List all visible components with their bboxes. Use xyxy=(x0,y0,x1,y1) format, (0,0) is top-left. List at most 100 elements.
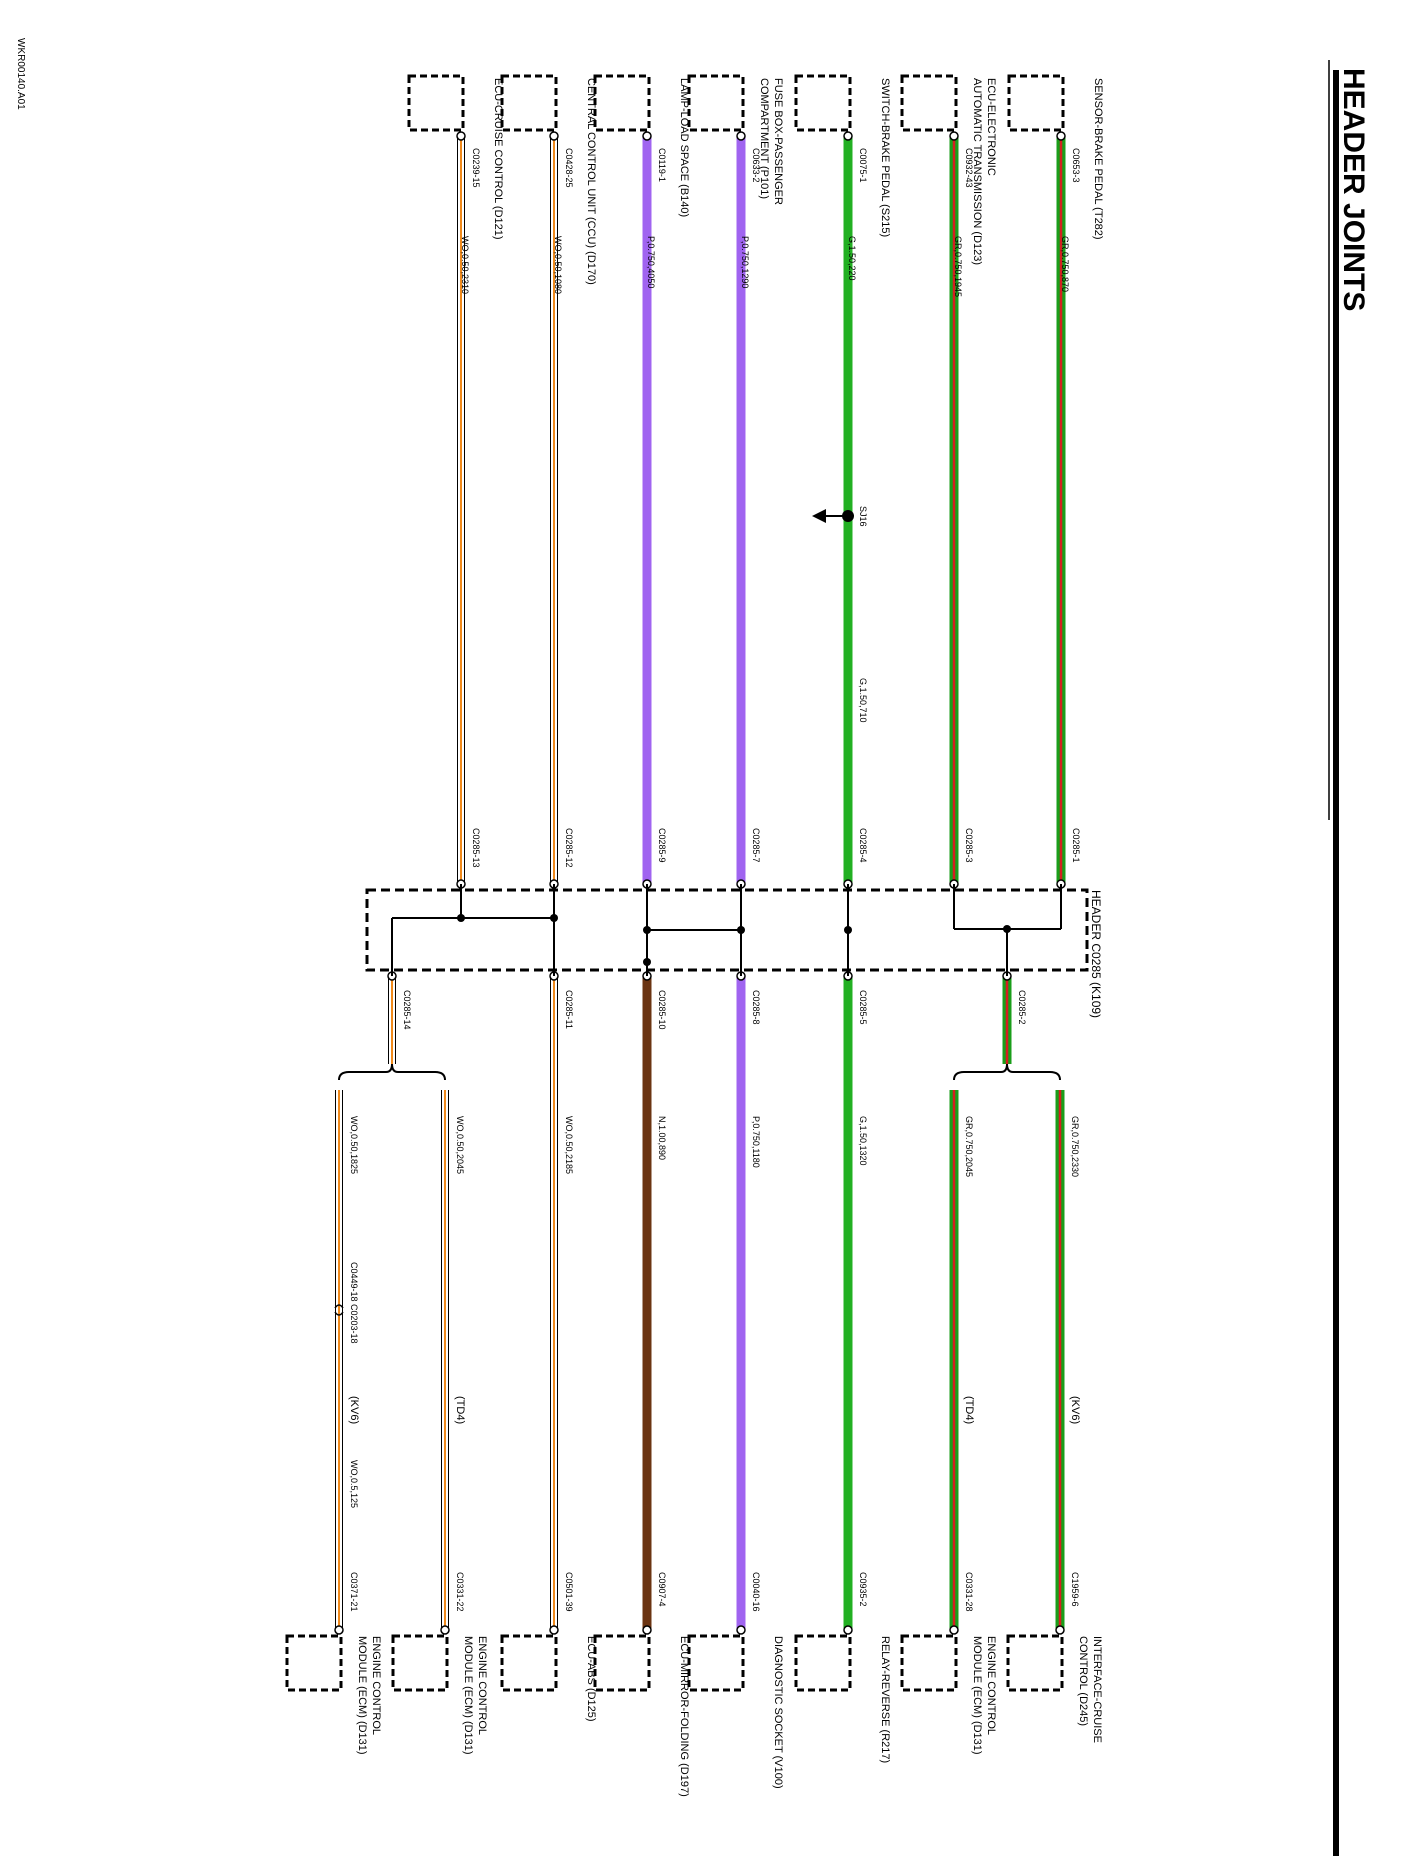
wire-w6-top-connector xyxy=(500,74,558,132)
output-o2-end-conn-label: RELAY-REVERSE (R217) xyxy=(879,1636,891,1763)
wire-w1-top-connector xyxy=(1007,74,1065,132)
wire-w5-top-pin-label-group: C0119-1 xyxy=(657,148,667,182)
splice-label-group: SJ16 xyxy=(858,506,868,527)
bus-b-node xyxy=(844,926,852,934)
wire-w6-top-conn-label-group: CENTRAL CONTROL UNIT (CCU) (D170) xyxy=(585,78,597,285)
wire-w2-top-spec-label: GR,0.750,1945 xyxy=(953,236,963,297)
wire-w3-top-pin-label-group: C0075-1 xyxy=(858,148,868,183)
output-o4-end-connector xyxy=(593,1634,651,1692)
output-o1-branch-0-end-pin-label: C1959-6 xyxy=(1070,1572,1080,1607)
wire-w4-top-conn-label: FUSE BOX-PASSENGER xyxy=(772,78,784,205)
page-title: HEADER JOINTS xyxy=(1337,68,1370,311)
wire-w4-top-spec-label-group: P,0.750,1290 xyxy=(740,236,750,288)
output-o1-branch-1-spec-label-group: GR,0.750,2045 xyxy=(964,1116,974,1177)
output-o3-end-pin-label: C0040-16 xyxy=(751,1572,761,1612)
bus-c-node-right xyxy=(737,926,745,934)
output-o6-branch-0-end-conn-label: ENGINE CONTROL xyxy=(476,1636,488,1735)
output-o3-spec-label-group: P,0.750,1180 xyxy=(751,1116,761,1168)
output-o1-branch-0-spec-label-group: GR,0.750,2330 xyxy=(1070,1116,1080,1177)
wire-w5-header-pin-label-group: C0285-9 xyxy=(657,828,667,863)
output-o5-end-pin-label-group: C0501-39 xyxy=(564,1572,574,1612)
output-o6-header-pin-label-group: C0285-14 xyxy=(402,990,412,1030)
wire-w2-header-pin-label-group: C0285-3 xyxy=(964,828,974,863)
output-o1-branch-1-spec-label: GR,0.750,2045 xyxy=(964,1116,974,1177)
output-o2-end-pin-label: C0935-2 xyxy=(858,1572,868,1607)
output-o3-header-pin-label-group: C0285-8 xyxy=(751,990,761,1025)
wire-w4-top-spec-label: P,0.750,1290 xyxy=(740,236,750,288)
wire-w7-top-pin xyxy=(456,131,466,141)
output-o2-spec-label: G,1.50,1320 xyxy=(858,1116,868,1166)
output-o1-branch-0-end-connector xyxy=(1006,1634,1064,1692)
output-o3-end-connector xyxy=(687,1634,745,1692)
output-o6-branch-0-variant-label: (TD4) xyxy=(454,1396,466,1424)
output-o6-branch-0-spec-label: WO,0.50,2045 xyxy=(455,1116,465,1174)
output-o1-branch-0-end-pin xyxy=(1055,1625,1065,1635)
wire-w4-top-conn-label: COMPARTMENT (P101) xyxy=(758,78,770,199)
wire-w7-top-pin-label-group: C0239-15 xyxy=(471,148,481,188)
wire-w2-top-pin-label: C0932-43 xyxy=(964,148,974,188)
output-o2-header-pin-label-group: C0285-5 xyxy=(858,990,868,1025)
labels-layer: SENSOR-BRAKE PEDAL (T282)C0653-3GR,0.750… xyxy=(348,78,1104,1797)
output-o6-branch-1-inline-pins-label-group: C0449-18 C0203-18 xyxy=(349,1262,359,1344)
wire-w4-top-connector xyxy=(687,74,745,132)
output-o1-header-pin-label-group: C0285-2 xyxy=(1017,990,1027,1025)
wire-w2-top-conn-label: ECU-ELECTRONIC xyxy=(985,78,997,176)
wire-w2-header-pin-label: C0285-3 xyxy=(964,828,974,863)
output-o6-branch-1-end-pin-label: C0371-21 xyxy=(349,1572,359,1612)
bus-d-node-right xyxy=(550,914,558,922)
output-o3-header-pin-label: C0285-8 xyxy=(751,990,761,1025)
page-border-bar xyxy=(1333,70,1339,1856)
output-o4-header-pin-label-group: C0285-10 xyxy=(657,990,667,1030)
output-o1-branch-1-variant-label-group: (TD4) xyxy=(963,1396,975,1424)
output-o5-end-conn-label: ECU-ABS (D125) xyxy=(585,1636,597,1722)
output-o3-end-conn-label: DIAGNOSTIC SOCKET (V100) xyxy=(772,1636,784,1789)
output-o5-end-conn-label-group: ECU-ABS (D125) xyxy=(585,1636,597,1722)
output-o4-spec-label: N,1.00,890 xyxy=(657,1116,667,1160)
output-o4-end-pin-label: C0907-4 xyxy=(657,1572,667,1607)
output-o1-branch-0-variant-label: (KV6) xyxy=(1069,1396,1081,1424)
output-o6-branch-0-end-connector xyxy=(391,1634,449,1692)
wire-w3-top-conn-label-group: SWITCH-BRAKE PEDAL (S215) xyxy=(879,78,891,237)
wire-w4-header-pin-label-group: C0285-7 xyxy=(751,828,761,863)
wire-w1-top-pin-label: C0653-3 xyxy=(1071,148,1081,183)
output-o4-end-pin xyxy=(642,1625,652,1635)
output-o1-branch-1-end-pin-label-group: C0331-28 xyxy=(964,1572,974,1612)
output-o2-spec-label-group: G,1.50,1320 xyxy=(858,1116,868,1166)
wire-w6-top-pin-label-group: C0428-25 xyxy=(564,148,574,188)
output-o1-branch-1-end-pin xyxy=(949,1625,959,1635)
output-o2-end-connector xyxy=(794,1634,852,1692)
output-o4-header-pin-label: C0285-10 xyxy=(657,990,667,1030)
output-o6-branch-1-inline-pins-label: C0449-18 C0203-18 xyxy=(349,1262,359,1344)
doc-code: WKR00140.A01 xyxy=(15,38,26,110)
output-o6-branch-bracket xyxy=(338,1063,446,1081)
splice-label: SJ16 xyxy=(858,506,868,527)
output-o1-branch-1-end-conn-label: MODULE (ECM) (D131) xyxy=(971,1636,983,1755)
wire-w6-top-spec-label-group: WO,0.50,1080 xyxy=(553,236,563,294)
output-o4-end-conn-label: ECU-MIRROR-FOLDING (D197) xyxy=(678,1636,690,1797)
wire-w6-header-pin-label-group: C0285-12 xyxy=(564,828,574,868)
wire-w1-top-spec-label-group: GR,0.750,870 xyxy=(1060,236,1070,292)
splice-arrow-head xyxy=(812,509,826,523)
wire-w5-top-spec-label: P,0.750,4050 xyxy=(646,236,656,288)
output-o6-branch-0-end-pin xyxy=(440,1625,450,1635)
header-label: HEADER C0285 (K109) xyxy=(1089,890,1103,1018)
wire-w4-top-pin-label: C0633-2 xyxy=(751,148,761,183)
wire-w3-top-spec-label-group: G,1.50,220 xyxy=(847,236,857,281)
output-o3-end-conn-label-group: DIAGNOSTIC SOCKET (V100) xyxy=(772,1636,784,1789)
output-o6-branch-0-end-pin-label-group: C0331-22 xyxy=(455,1572,465,1612)
wire-w5-top-spec-label-group: P,0.750,4050 xyxy=(646,236,656,288)
wire-w4-header-pin-label: C0285-7 xyxy=(751,828,761,863)
wire-w6-top-pin xyxy=(549,131,559,141)
bus-c-node-left xyxy=(643,926,651,934)
output-o6-branch-1-spec-label-group: WO,0.50,1825 xyxy=(349,1116,359,1174)
output-o6-branch-0-spec-label-group: WO,0.50,2045 xyxy=(455,1116,465,1174)
output-o6-branch-1-spec2-label: WO,0.5,125 xyxy=(349,1460,359,1508)
output-o6-branch-1-end-connector xyxy=(285,1634,343,1692)
bus-d-node-left xyxy=(457,914,465,922)
wire-w5-top-conn-label: LAMP-LOAD SPACE (B140) xyxy=(678,78,690,217)
wire-w7-top-conn-label-group: ECU-CRUISE CONTROL (D121) xyxy=(492,78,504,240)
